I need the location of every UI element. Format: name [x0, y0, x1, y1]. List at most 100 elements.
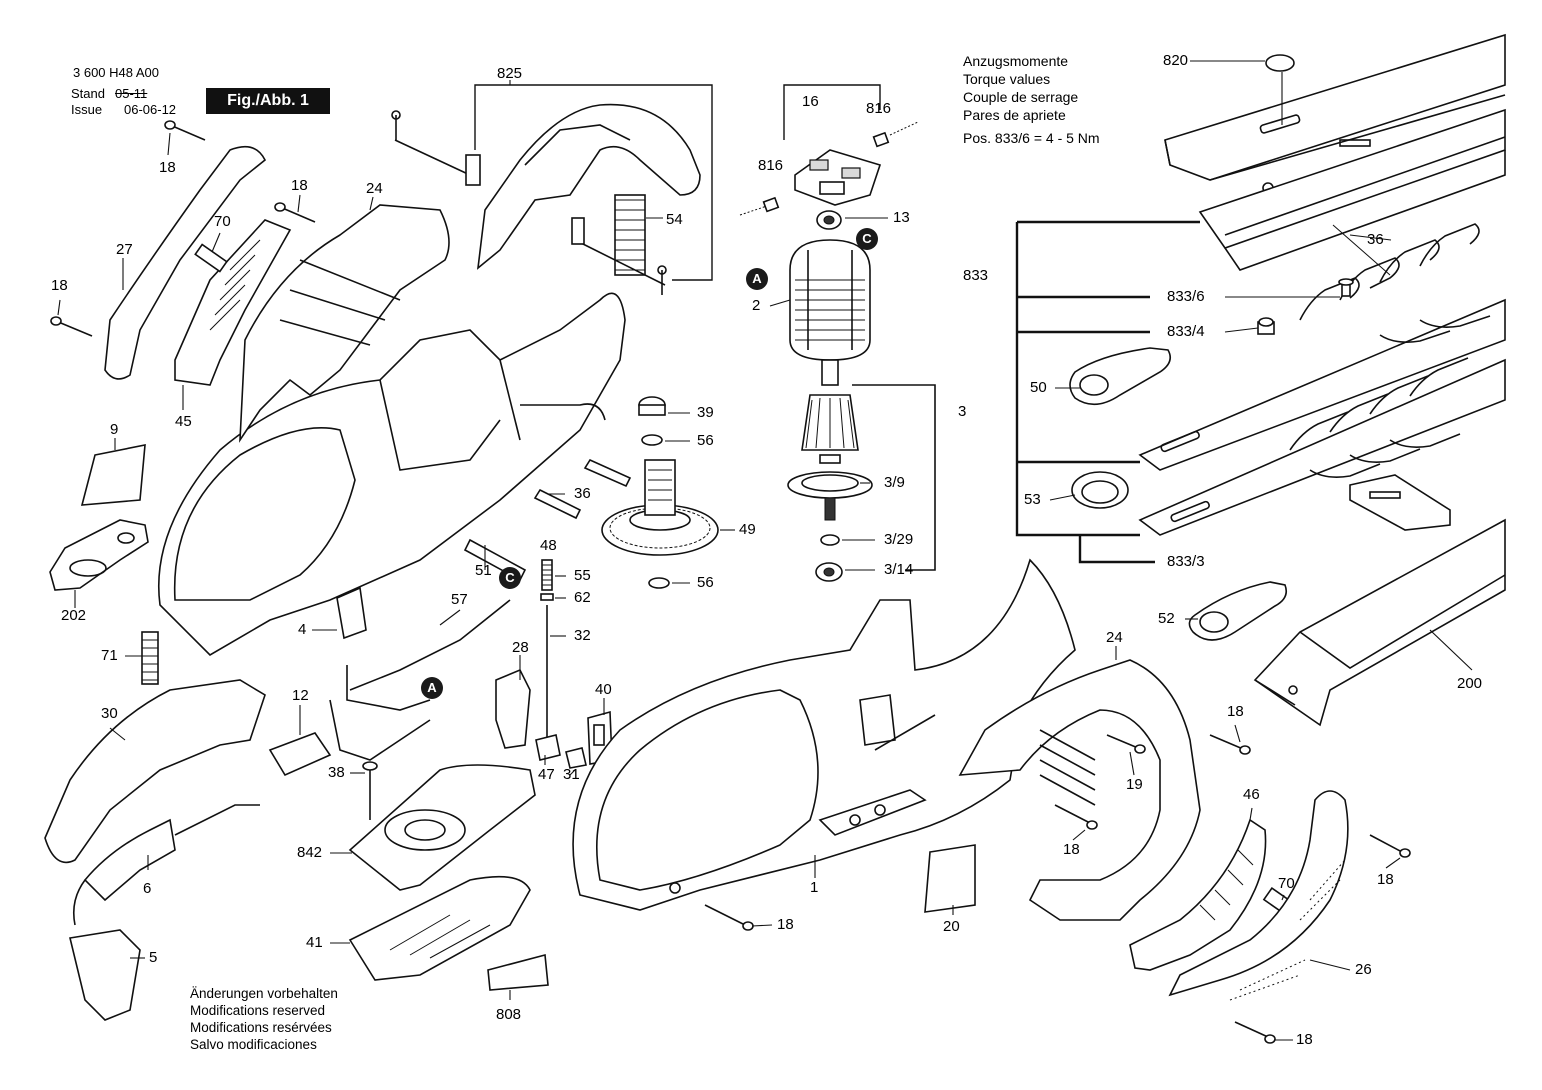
part-label-57: 57	[451, 591, 468, 608]
part-label-52: 52	[1158, 610, 1175, 627]
blade-lower	[1138, 357, 1506, 536]
marker-c-cable: C	[499, 567, 521, 589]
screw-18-items	[50, 120, 1411, 1044]
marker-a-cable: A	[421, 677, 443, 699]
pin-36-top	[1332, 224, 1391, 276]
part-label-833-4: 833/4	[1167, 323, 1205, 340]
part-label-816-left: 816	[758, 157, 784, 174]
plug-5	[69, 929, 141, 1021]
blade-bar-top	[1198, 108, 1506, 271]
torque-line-3: Couple de serrage	[963, 89, 1079, 105]
part-label-56-top: 56	[697, 432, 714, 449]
part-label-48: 48	[540, 537, 557, 554]
base-plate-41	[348, 875, 531, 981]
part-label-820: 820	[1163, 52, 1189, 69]
part-label-6: 6	[143, 880, 152, 897]
switch-lever-47	[535, 734, 561, 761]
part-label-12: 12	[292, 687, 309, 704]
part-label-30: 30	[101, 705, 118, 722]
rod-825-right	[571, 217, 667, 295]
spring-71	[141, 631, 159, 685]
part-label-18-top-left: 18	[159, 159, 176, 176]
blade-guard-top-820	[1164, 33, 1506, 194]
part-label-3-29: 3/29	[884, 531, 914, 548]
part-label-9: 9	[110, 421, 119, 438]
bracket-816	[783, 84, 881, 140]
bracket-28	[495, 668, 531, 749]
handle-grip-45	[174, 219, 292, 386]
part-label-32: 32	[574, 627, 591, 644]
bushing-39	[638, 396, 666, 416]
bracket-833	[1015, 220, 1200, 564]
part-label-51: 51	[475, 562, 492, 579]
torque-line-4: Pares de apriete	[963, 107, 1066, 123]
part-label-18-left: 18	[51, 277, 68, 294]
bracket-3	[852, 384, 936, 571]
spring-70-left	[194, 243, 228, 273]
part-label-833-6: 833/6	[1167, 288, 1205, 305]
part-label-62: 62	[574, 589, 591, 606]
part-label-18-bottom-center: 18	[777, 916, 794, 933]
part-label-49: 49	[739, 521, 756, 538]
part-label-833: 833	[963, 267, 989, 284]
label-9	[80, 444, 146, 506]
part-label-18-bottom-right: 18	[1296, 1031, 1313, 1048]
part-label-816-right: 816	[866, 100, 892, 117]
part-label-13: 13	[893, 209, 910, 226]
figure-label: Fig./Abb. 1	[206, 88, 330, 114]
handle-825	[476, 103, 701, 270]
issue-value: 06-06-12	[124, 102, 177, 117]
part-label-31: 31	[563, 766, 580, 783]
part-label-3-14: 3/14	[884, 561, 914, 578]
torque-line-1: Anzugsmomente	[963, 53, 1069, 69]
part-label-27: 27	[116, 241, 133, 258]
part-label-56-bottom: 56	[697, 574, 714, 591]
handle-27	[104, 145, 267, 380]
handle-lower-30	[44, 679, 266, 864]
part-label-825: 825	[497, 65, 523, 82]
part-label-18-housing: 18	[1063, 841, 1080, 858]
blade-upper	[1138, 223, 1506, 471]
part-label-16: 16	[802, 93, 819, 110]
part-label-18-right-guard: 18	[1227, 703, 1244, 720]
part-label-36-right: 36	[1367, 231, 1384, 248]
part-number: 3 600 H48 A00	[73, 65, 160, 80]
modifications-line-2: Modifications reserved	[190, 1003, 326, 1018]
washer-56-top	[641, 434, 663, 446]
part-label-39: 39	[697, 404, 714, 421]
part-label-19: 19	[1126, 776, 1143, 793]
cable-clamp-12	[268, 699, 431, 777]
part-label-70-right: 70	[1278, 875, 1295, 892]
cover-842	[348, 764, 536, 891]
washer-50	[1069, 347, 1171, 406]
hand-guard-24-left	[239, 204, 450, 443]
screw-833-6	[1338, 278, 1354, 297]
housing-1	[572, 558, 1076, 911]
cable-6	[72, 804, 260, 926]
clip-202	[49, 519, 149, 591]
stand-label: Stand	[71, 86, 105, 101]
part-label-3-9: 3/9	[884, 474, 905, 491]
spring-816-left	[739, 204, 771, 216]
part-label-26: 26	[1355, 961, 1372, 978]
part-label-46: 46	[1243, 786, 1260, 803]
part-label-55: 55	[574, 567, 591, 584]
armature-3	[801, 359, 859, 464]
spring-816-right	[889, 121, 919, 136]
part-label-2: 2	[752, 297, 761, 314]
part-label-36-center: 36	[574, 485, 591, 502]
blade-cover-200	[1253, 518, 1506, 727]
stator-2	[789, 239, 871, 361]
fan-3-9	[787, 471, 873, 521]
washer-3-29	[820, 534, 840, 546]
part-label-833-3: 833/3	[1167, 553, 1205, 570]
clip-62	[540, 593, 554, 601]
part-label-28: 28	[512, 639, 529, 656]
bearing-13	[816, 210, 842, 230]
marker-a-motor: A	[746, 268, 768, 290]
switch-31	[565, 747, 587, 769]
leader-lines	[57, 60, 1473, 1041]
part-label-53: 53	[1024, 491, 1041, 508]
part-label-50: 50	[1030, 379, 1047, 396]
